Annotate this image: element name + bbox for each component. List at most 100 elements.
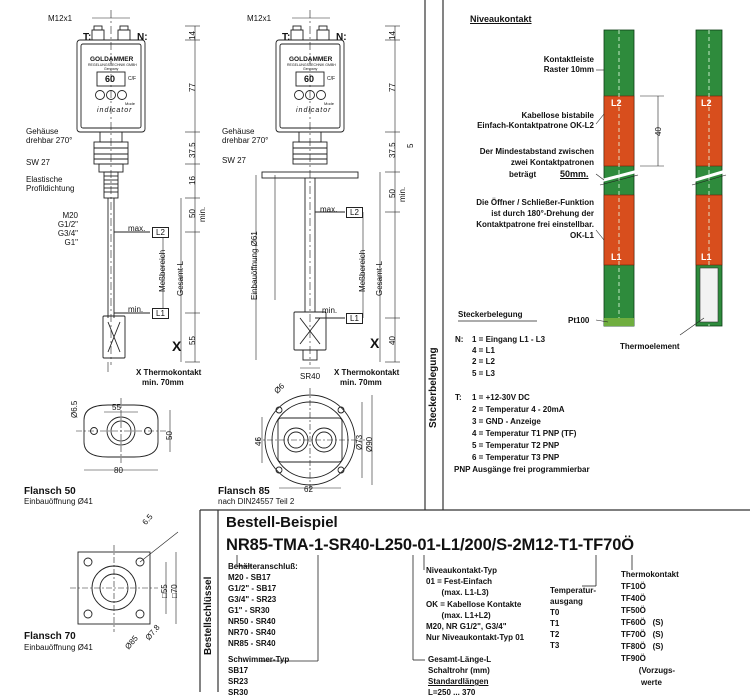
stecker-title: Steckerbelegung: [458, 310, 523, 319]
thermo-item: TF10Ö: [621, 582, 646, 591]
niveau-dim-40: 40: [654, 127, 663, 136]
niveau-type-item: (max. L1+L2): [426, 611, 491, 620]
dim-90: Ø90: [365, 436, 374, 452]
gesamt-line: L=250 ... 370: [428, 688, 476, 697]
schwimmer-title: Schwimmer-Typ: [228, 655, 290, 664]
mode-label: Mode: [324, 101, 335, 106]
stecker-t-line: 6 = Temperatur T3 PNP: [472, 453, 560, 462]
dim-6-5: Ø6.5: [70, 400, 79, 418]
behaelter-item: NR50 - SR40: [228, 617, 276, 626]
device-label: indicator: [296, 107, 332, 114]
flange-50-drawing: [76, 398, 171, 471]
dim-77: 77: [388, 83, 397, 92]
thread-option: G1": [64, 238, 78, 247]
x-marker: X: [172, 338, 182, 354]
stecker-t-line: 2 = Temperatur 4 - 20mA: [472, 405, 565, 414]
dim-d70: □70: [170, 584, 179, 598]
niveau-contact-strip-left: [599, 29, 639, 327]
stecker-n-line: 1 = Eingang L1 - L3: [472, 335, 546, 344]
dim-min: min.: [198, 206, 207, 222]
niveau-raster-line: Raster 10mm: [543, 65, 594, 74]
behaelter-item: M20 - SB17: [228, 573, 271, 582]
niveau-leader-lines: [595, 69, 705, 336]
display-value: 60: [304, 74, 315, 84]
flange-50-sub: Einbauöffnung Ø41: [24, 497, 93, 506]
dim-5: 5: [406, 143, 415, 148]
mode-label: Mode: [125, 101, 136, 106]
sensor-drawing-right: [255, 10, 400, 369]
flange-70-drawing: [70, 531, 179, 632]
housing-label: Gehäuse drehbar 270°: [222, 127, 269, 145]
dim-50: 50: [388, 189, 397, 198]
max-label: max.: [128, 224, 146, 233]
behaelter-item: G1" - SR30: [228, 606, 270, 615]
stecker-t-line: 4 = Temperatur T1 PNP (TF): [472, 429, 577, 438]
dim-55: 55: [112, 403, 121, 412]
total-length-label: Gesamt-L: [375, 260, 384, 296]
niveau-distance-line: zwei Kontaktpatronen: [510, 158, 594, 167]
niveau-distance-value: 50mm.: [560, 169, 589, 179]
install-opening-label: Einbauöffnung Ø61: [250, 231, 259, 300]
display-unit: C/F: [327, 76, 336, 82]
total-length-label: Gesamt-L: [176, 260, 185, 296]
temp-title-line: ausgang: [550, 597, 583, 606]
min-label: min.: [322, 306, 338, 315]
niveau-type-item: M20, NR G1/2", G3/4": [426, 622, 507, 631]
flange-70-sub: Einbauöffnung Ø41: [24, 643, 93, 652]
dim-55: 55: [188, 336, 197, 345]
niveau-cartridge-line: Kabellose bistabile: [521, 111, 594, 120]
temp-item: T0: [550, 608, 560, 617]
niveau-cartridge-line: Einfach-Kontaktpatrone OK-L2: [477, 121, 594, 130]
thermoelement-label: Thermoelement: [620, 342, 680, 351]
flange-70-title: Flansch 70: [24, 631, 76, 642]
dim-80: 80: [114, 466, 123, 475]
stecker-t-line: 5 = Temperatur T2 PNP: [472, 441, 560, 450]
flange-85-drawing: [255, 388, 373, 492]
thread-m12-label: M12x1: [247, 14, 272, 23]
niveau-raster-line: Kontaktleiste: [543, 55, 594, 64]
temp-item: T3: [550, 641, 560, 650]
niveau-type-title: Niveaukontakt-Typ: [426, 566, 497, 575]
niveau-function-line: ist durch 180°-Drehung der: [491, 209, 594, 218]
thread-m12-label: M12x1: [48, 14, 73, 23]
temp-title-line: Temperatur-: [550, 586, 597, 595]
order-code-leaders: [236, 555, 633, 662]
measure-range-label: Meßbereich: [158, 249, 167, 292]
dim-d55: □55: [160, 584, 169, 598]
stecker-t-line: 1 = +12-30V DC: [472, 393, 530, 402]
dim-50: 50: [188, 209, 197, 218]
max-label: max.: [320, 205, 338, 214]
sw27-label: SW 27: [26, 158, 51, 167]
measure-range-label: Meßbereich: [358, 249, 367, 292]
thermo-item: TF40Ö: [621, 594, 646, 603]
behaelter-item: NR85 - SR40: [228, 639, 276, 648]
strip-l2: L2: [611, 98, 622, 108]
seal-label: Elastische Profildichtung: [26, 175, 75, 193]
dim-37-5: 37.5: [388, 142, 397, 158]
terminal-n-label: N:: [137, 32, 148, 43]
thermo-item: (Vorzugs-: [621, 666, 676, 675]
level-l2-box: L2: [152, 227, 169, 238]
brand-logo-text: GOLDAMMER: [90, 56, 134, 63]
x-thermo-line2: min. 70mm: [340, 378, 382, 387]
x-marker: X: [370, 335, 380, 351]
brand-logo-text: GOLDAMMER: [289, 56, 333, 63]
thread-option: M20: [62, 211, 78, 220]
stecker-n-prefix: N:: [455, 335, 464, 344]
dim-62: 62: [304, 485, 313, 494]
dim-37-5: 37.5: [188, 142, 197, 158]
brand-country-text: Germany: [104, 67, 119, 71]
x-thermo-line1: X Thermokontakt: [334, 368, 400, 377]
brand-sub-text: REGELUNGSTECHNIK GMBH: [88, 63, 137, 67]
level-l1-box: L1: [346, 313, 363, 324]
behaelter-title: Behälteranschluß:: [228, 562, 298, 571]
x-thermo-line2: min. 70mm: [142, 378, 184, 387]
device-label: indicator: [97, 107, 133, 114]
dim-50: 50: [165, 431, 174, 440]
thermo-item: TF60Ö (S): [621, 618, 664, 627]
strip-l2: L2: [701, 98, 712, 108]
terminal-t-label: T:: [83, 32, 92, 43]
sensor-drawing-left: [76, 10, 200, 372]
bestell-vertical-label: Bestellschlüssel: [203, 576, 214, 655]
stecker-t-line: 3 = GND - Anzeige: [472, 417, 541, 426]
